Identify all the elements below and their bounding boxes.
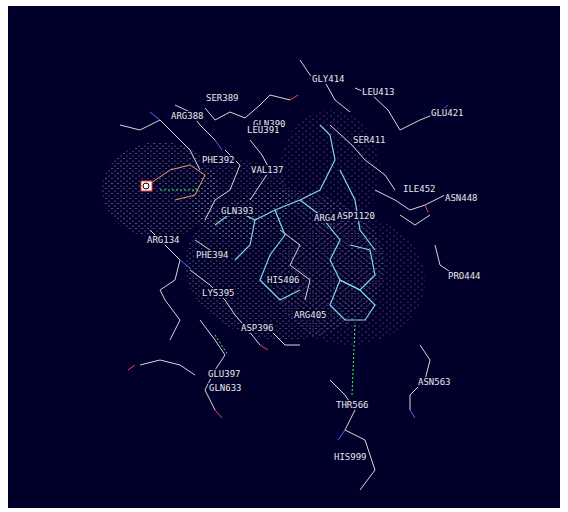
residue-label: PHE394: [195, 250, 230, 260]
residue-label: ASN448: [444, 193, 479, 203]
residue-label: ILE452: [402, 184, 437, 194]
residue-label: ASN563: [417, 377, 452, 387]
residue-label: PRO444: [447, 271, 482, 281]
residue-label: GLY414: [311, 74, 346, 84]
residue-label: PHE392: [201, 155, 236, 165]
residue-label: SER411: [352, 135, 387, 145]
residue-label: GLU397: [207, 369, 242, 379]
residue-label: GLU421: [430, 108, 465, 118]
residue-label: THR566: [335, 400, 370, 410]
residue-label: ASP396: [240, 323, 275, 333]
residue-label: HIS406: [266, 275, 301, 285]
residue-label: ARG405: [293, 310, 328, 320]
residue-label: ASP1120: [336, 211, 376, 221]
residue-label: ARG388: [170, 111, 205, 121]
residue-label: LYS395: [201, 288, 236, 298]
residue-label: ARG134: [146, 235, 181, 245]
residue-label: LEU391: [246, 125, 281, 135]
residue-label: GLN633: [208, 383, 243, 393]
residue-label: GLN393: [220, 206, 255, 216]
residue-label: HIS999: [333, 452, 368, 462]
residue-label: SER389: [205, 93, 240, 103]
residue-label: LEU413: [361, 87, 396, 97]
residue-label: VAL137: [250, 165, 285, 175]
residue-label: ARG4: [313, 213, 337, 223]
